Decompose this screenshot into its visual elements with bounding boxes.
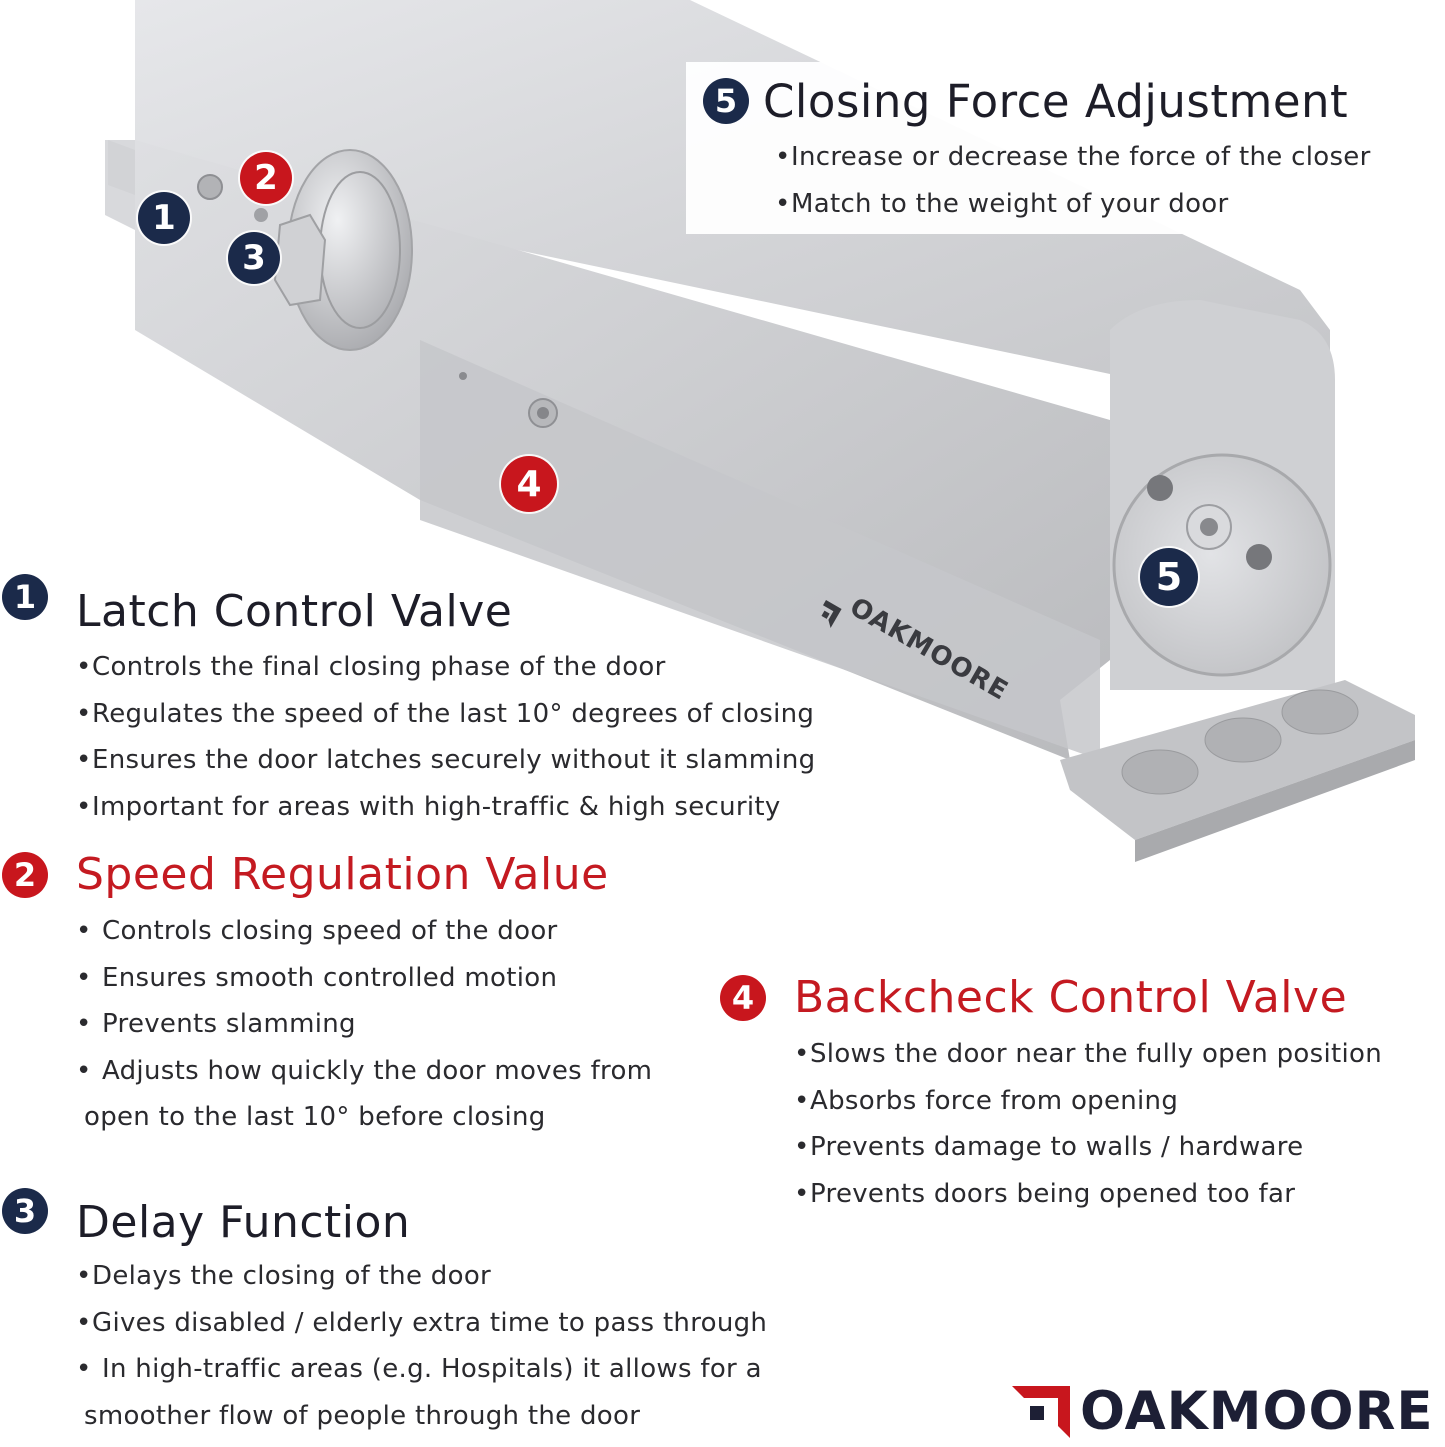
bullet-item: •Match to the weight of your door <box>775 188 1229 219</box>
bullet-item: •Increase or decrease the force of the c… <box>775 142 1371 172</box>
bullet-list: •Increase or decrease the force of the c… <box>703 134 1371 227</box>
bullet-item: •Ensures smooth controlled motion <box>76 962 558 993</box>
marker-5-badge: 5 <box>1140 548 1198 606</box>
oakmoore-logo-mark-icon <box>1012 1386 1070 1438</box>
bullet-item: •Ensures the door latches securely witho… <box>76 745 816 775</box>
oakmoore-logo: OAKMOORE <box>1010 1382 1434 1440</box>
section-backcheck-control-valve: 4 Backcheck Control Valve •Slows the doo… <box>720 975 1382 1217</box>
section-title: Closing Force Adjustment <box>763 74 1349 128</box>
logo-wordmark: OAKMOORE <box>1080 1380 1434 1442</box>
bullet-item: •Prevents slamming <box>76 1009 356 1039</box>
section-title: Latch Control Valve <box>76 586 513 637</box>
bullet-item: •Important for areas with high-traffic &… <box>76 791 781 822</box>
marker-4-badge: 4 <box>501 456 557 512</box>
bullet-item: •Slows the door near the fully open posi… <box>794 1039 1382 1069</box>
bullet-item: •Gives disabled / elderly extra time to … <box>76 1307 768 1338</box>
bullet-continuation: smoother flow of people through the door <box>84 1400 641 1431</box>
bullet-list: •Slows the door near the fully open posi… <box>720 1031 1382 1217</box>
bullet-list: •Controls the final closing phase of the… <box>2 644 815 830</box>
engraved-logo <box>821 600 842 629</box>
section-delay-function: 3 Delay Function •Delays the closing of … <box>2 1177 767 1439</box>
bullet-item: •Delays the closing of the door <box>76 1261 492 1291</box>
bullet-item: •Prevents damage to walls / hardware <box>794 1132 1304 1162</box>
bullet-item: •Adjusts how quickly the door moves from <box>76 1055 653 1086</box>
bullet-list: •Controls closing speed of the door •Ens… <box>2 908 652 1141</box>
section-title: Delay Function <box>76 1197 411 1248</box>
section-closing-force-adjustment: 5 Closing Force Adjustment •Increase or … <box>703 78 1371 227</box>
bullet-item: •Controls closing speed of the door <box>76 916 558 946</box>
section-1-badge: 1 <box>2 574 48 620</box>
bullet-item: •Regulates the speed of the last 10° deg… <box>76 698 815 729</box>
bullet-item: •Controls the final closing phase of the… <box>76 652 666 682</box>
section-title: Backcheck Control Valve <box>794 972 1348 1023</box>
bullet-continuation: open to the last 10° before closing <box>84 1102 546 1132</box>
section-3-badge: 3 <box>2 1188 48 1234</box>
section-4-badge: 4 <box>720 975 766 1021</box>
section-speed-regulation-value: 2 Speed Regulation Value •Controls closi… <box>2 852 652 1141</box>
bullet-item: •In high-traffic areas (e.g. Hospitals) … <box>76 1354 762 1384</box>
section-latch-control-valve: 1 Latch Control Valve •Controls the fina… <box>2 560 815 830</box>
marker-1-badge: 1 <box>138 192 190 244</box>
section-title: Speed Regulation Value <box>76 849 609 900</box>
closing-force-panel-bg <box>686 62 1445 234</box>
bullet-item: •Prevents doors being opened too far <box>794 1178 1296 1209</box>
section-5-badge: 5 <box>703 78 749 124</box>
marker-3-badge: 3 <box>228 232 280 284</box>
section-2-badge: 2 <box>2 852 48 898</box>
bullet-list: •Delays the closing of the door •Gives d… <box>2 1253 767 1439</box>
marker-2-badge: 2 <box>240 152 292 204</box>
bullet-item: •Absorbs force from opening <box>794 1085 1179 1116</box>
